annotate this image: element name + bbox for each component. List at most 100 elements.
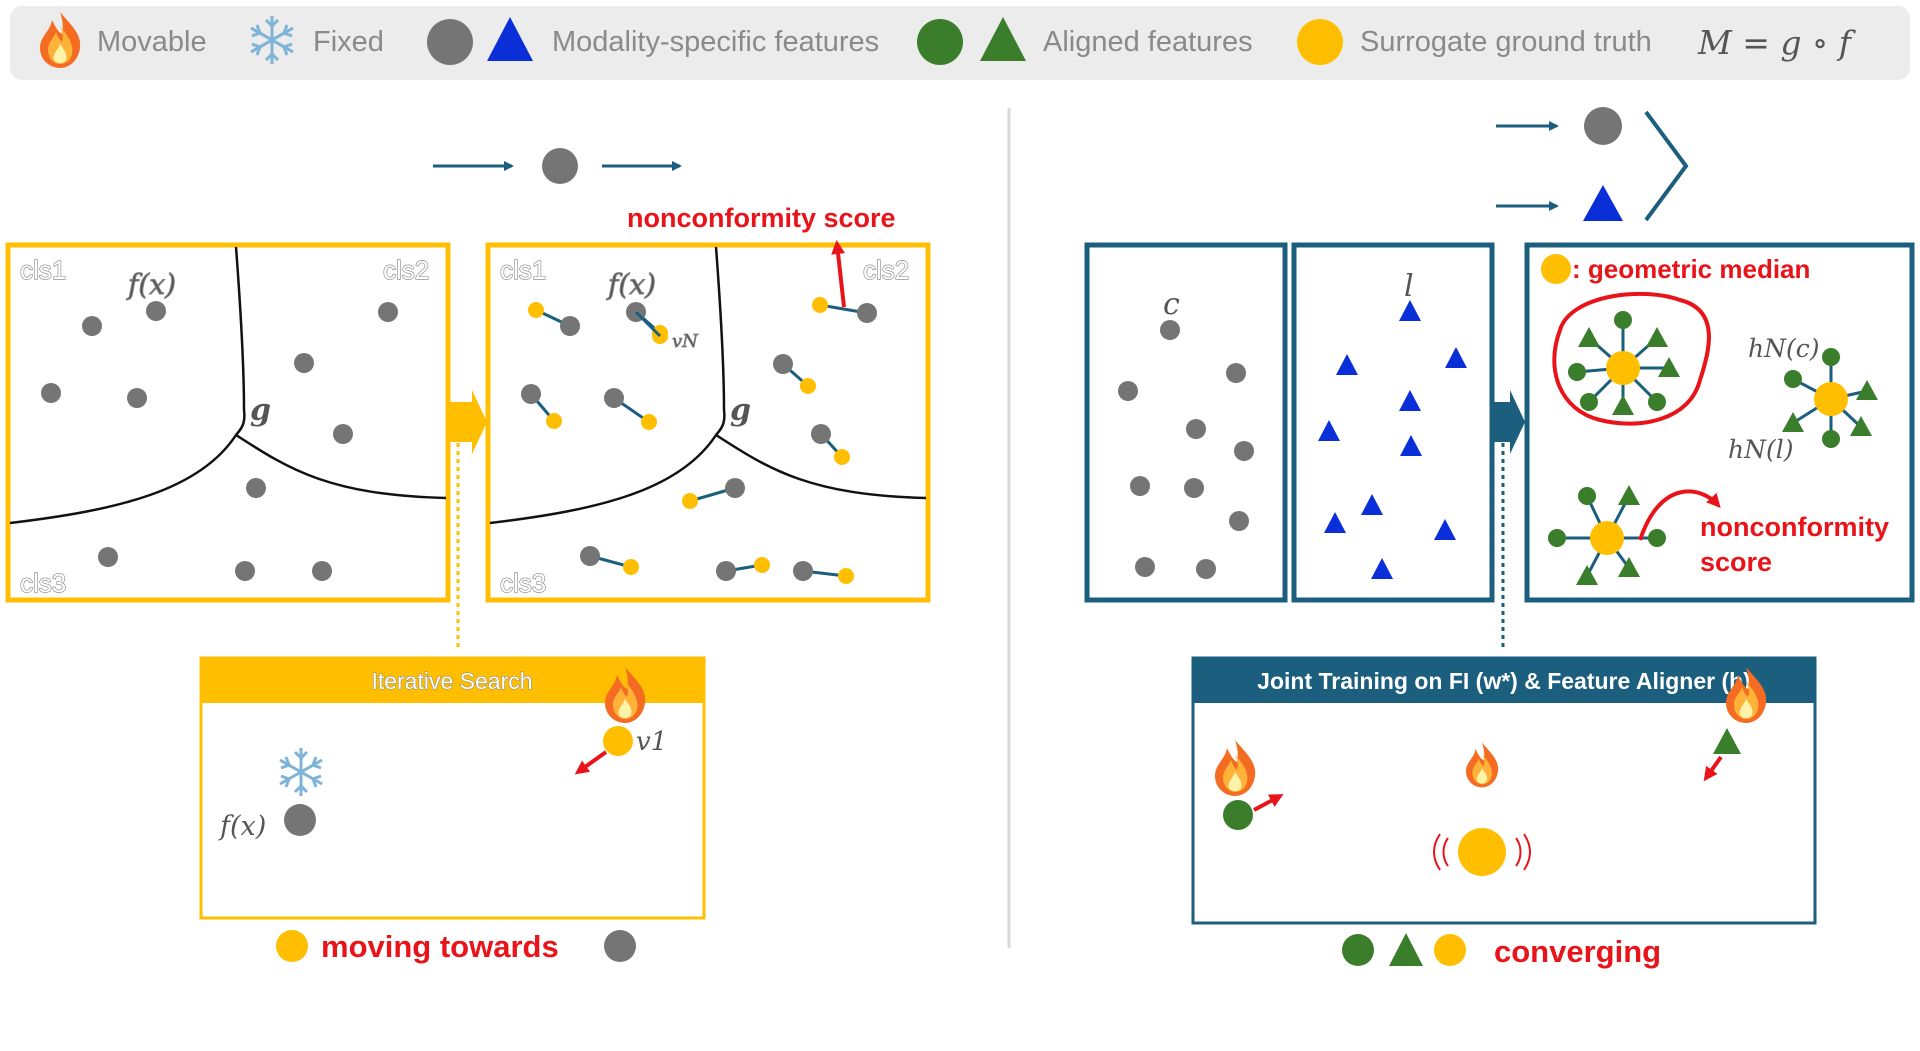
gray-point [1130, 476, 1150, 496]
converging-label: converging [1494, 934, 1661, 969]
gray-point [1229, 511, 1249, 531]
boundary-line-right [715, 433, 927, 500]
pair-link [634, 310, 662, 338]
gray-point [1160, 320, 1180, 340]
cls3-label: cls3 [500, 568, 546, 598]
triangle-group [1318, 300, 1467, 579]
yellow-point [800, 378, 816, 394]
gray-point [1196, 559, 1216, 579]
blue-triangle [1445, 347, 1467, 368]
blue-triangle [1399, 300, 1421, 321]
gray-point [773, 354, 793, 374]
median-point [1590, 521, 1624, 555]
yellow-point [838, 568, 854, 584]
green-point [1648, 529, 1666, 547]
vibration-left [1433, 833, 1449, 871]
nonconformity-arrow [831, 240, 846, 308]
cls2-label: cls2 [863, 255, 909, 285]
gray-circle-icon [427, 19, 473, 65]
gray-point [560, 316, 580, 336]
gray-point [521, 384, 541, 404]
gray-point [98, 547, 118, 567]
vibration-right [1515, 833, 1531, 871]
panel-transition-arrow [450, 390, 487, 454]
move-arrow [574, 750, 608, 775]
cls1-label: cls1 [500, 255, 546, 285]
blue-triangle [1399, 390, 1421, 411]
fx-label: f(x) [218, 811, 266, 842]
target-yellow-circle [1458, 828, 1506, 876]
boundary-line-vertical [714, 246, 726, 436]
blue-triangle [1336, 354, 1358, 375]
gray-point [1135, 557, 1155, 577]
moving-caption: moving towards [276, 929, 636, 964]
iterative-search-title: Iterative Search [371, 668, 532, 694]
box-header [1193, 658, 1815, 703]
panel-border [1084, 242, 1288, 603]
blue-triangle-icon [487, 17, 533, 61]
nonconformity-label: nonconformity score [627, 203, 896, 233]
fx-label: f(x) [606, 268, 656, 301]
boundary-line-right [235, 433, 447, 500]
green-triangle [1856, 380, 1878, 400]
green-point [1578, 487, 1596, 505]
gray-point [146, 301, 166, 321]
green-triangle-icon [980, 17, 1026, 61]
yellow-point [546, 413, 562, 429]
flow-blue-triangle [1583, 185, 1623, 221]
l-label: l [1404, 269, 1414, 304]
gray-point [246, 478, 266, 498]
legend-bar: Movable Fixed Modality-specific features… [10, 6, 1910, 80]
yellow-point [682, 493, 698, 509]
green-point [1614, 311, 1632, 329]
yellow-point [623, 559, 639, 575]
gray-point [378, 302, 398, 322]
green-circle-icon [1342, 934, 1374, 966]
blue-triangle [1434, 519, 1456, 540]
right-panel-c: c [1084, 242, 1288, 603]
green-point [1648, 393, 1666, 411]
green-triangle [1646, 327, 1668, 347]
cls2-label: cls2 [383, 255, 429, 285]
green-triangle [1782, 412, 1804, 432]
cls3-label: cls3 [20, 568, 66, 598]
blue-triangle [1400, 435, 1422, 456]
point-group [1118, 320, 1254, 579]
yellow-point [834, 449, 850, 465]
gray-point [1186, 419, 1206, 439]
green-triangle [1578, 327, 1600, 347]
median-point [1606, 351, 1640, 385]
hNl-label: hN(l) [1728, 435, 1793, 464]
iterative-search-box: Iterative Search f(x) v1 [199, 656, 706, 920]
green-point [1822, 348, 1840, 366]
v1-yellow-circle [603, 726, 633, 756]
gray-point [1226, 363, 1246, 383]
cls1-label: cls1 [20, 255, 66, 285]
yellow-point [812, 297, 828, 313]
green-triangle [1658, 357, 1680, 377]
gray-point [41, 383, 61, 403]
left-panel-2: cls1 cls2 cls3 f(x) vN g nonconformity s… [485, 203, 931, 603]
gray-point [312, 561, 332, 581]
legend-fixed-label: Fixed [313, 26, 384, 58]
right-panel-result: : geometric median hN(c) hN(l) nonconfor… [1524, 242, 1915, 603]
blue-triangle [1371, 558, 1393, 579]
green-point [1784, 370, 1802, 388]
cluster-3 [1548, 485, 1666, 585]
green-point [1822, 430, 1840, 448]
nonconformity-arrow [1638, 489, 1721, 541]
score-label: score [1700, 547, 1772, 577]
gray-point [857, 303, 877, 323]
converging-caption: converging [1342, 933, 1661, 969]
green-triangle [1850, 416, 1872, 436]
left-flow [433, 148, 682, 184]
green-circle [1223, 800, 1253, 830]
flow-gray-circle [542, 148, 578, 184]
legend-surrogate-label: Surrogate ground truth [1360, 26, 1652, 58]
legend-aligned-label: Aligned features [1043, 26, 1253, 58]
gray-point [294, 353, 314, 373]
c-label: c [1163, 287, 1180, 322]
yellow-point [754, 557, 770, 573]
pair-group [521, 297, 877, 584]
